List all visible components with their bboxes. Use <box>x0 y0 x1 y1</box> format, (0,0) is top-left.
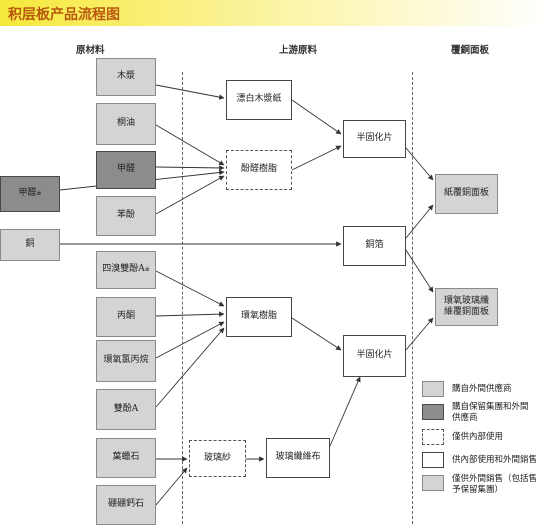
upstream-bleached-paper: 漂白木漿紙 <box>226 80 292 120</box>
raw-tbba: 四溴雙酚A※ <box>96 251 156 289</box>
raw-formaldehyde: 甲醛 <box>96 151 156 189</box>
upstream-prepreg-top: 半固化片 <box>343 120 406 158</box>
upstream-prepreg-bottom: 半固化片 <box>343 335 406 377</box>
upstream-prepreg-top-label: 半固化片 <box>356 133 393 144</box>
raw-bisphenol-a: 雙酚A <box>96 389 156 430</box>
upstream-prepreg-bottom-label: 半固化片 <box>356 350 393 361</box>
product-paper-ccl-label: 紙覆銅面板 <box>443 188 489 199</box>
raw-acetone-label: 丙酮 <box>116 311 135 322</box>
legend-internal-and-external: 供內部使用和外間銷售 <box>452 455 538 465</box>
title-bar: 积层板产品流程图 <box>0 0 550 26</box>
footnote-marker: ※ <box>36 190 42 198</box>
raw-colemanite-label: 硼硼鈣石 <box>107 499 144 510</box>
footnote-marker: ※ <box>144 266 150 274</box>
raw-wood-pulp: 木漿 <box>96 58 156 96</box>
column-header-ccl: 覆銅面板 <box>451 45 490 56</box>
raw-epichlorohydrin: 環氧氯丙烷 <box>96 340 156 382</box>
external-formaldehyde-label: 甲醛 <box>18 188 37 199</box>
raw-wood-pulp-label: 木漿 <box>116 71 135 82</box>
upstream-bleached-paper-label: 漂白木漿紙 <box>236 94 282 105</box>
product-paper-ccl: 紙覆銅面板 <box>435 174 498 214</box>
raw-colemanite: 硼硼鈣石 <box>96 485 156 525</box>
raw-phenol: 苯酚 <box>96 196 156 236</box>
legend-swatch-retained-group <box>422 404 444 420</box>
raw-pyrophyllite: 葉蠟石 <box>96 438 156 478</box>
upstream-copper-foil: 銅箔 <box>343 226 406 266</box>
raw-bisphenol-a-label: 雙酚A <box>113 403 139 414</box>
raw-phenol-label: 苯酚 <box>116 210 135 221</box>
upstream-glass-cloth: 玻璃纖維布 <box>266 438 330 478</box>
raw-tung-oil: 桐油 <box>96 103 156 145</box>
upstream-epoxy-resin-label: 環氧樹脂 <box>240 311 277 322</box>
legend-internal-only: 僅供內部使用 <box>452 432 504 442</box>
raw-pyrophyllite-label: 葉蠟石 <box>112 452 140 463</box>
external-formaldehyde-box: 甲醛※ <box>0 176 60 212</box>
external-copper-box: 銅 <box>0 229 60 261</box>
legend-swatch-external-suppliers <box>422 381 444 397</box>
upstream-glass-yarn: 玻璃紗 <box>189 440 246 477</box>
column-header-raw-materials: 原材料 <box>76 45 105 56</box>
upstream-phenolic-resin: 酚醛樹脂 <box>226 150 292 190</box>
product-glass-epoxy-ccl-label: 環氧玻璃纖維覆銅面板 <box>443 295 489 317</box>
upstream-copper-foil-label: 銅箔 <box>365 240 384 251</box>
separator-right <box>412 72 413 524</box>
upstream-glass-yarn-label: 玻璃紗 <box>203 452 231 463</box>
legend-swatch-external-sales <box>422 475 444 491</box>
legend-retained-group: 購自保留集團和外間供應商 <box>452 402 529 424</box>
legend-swatch-internal-and-external <box>422 452 444 468</box>
raw-formaldehyde-label: 甲醛 <box>116 164 135 175</box>
raw-epichlorohydrin-label: 環氧氯丙烷 <box>103 355 149 366</box>
upstream-phenolic-resin-label: 酚醛樹脂 <box>240 164 277 175</box>
legend-external-sales: 僅供外間銷售（包括售予保留集團） <box>452 474 538 496</box>
legend-swatch-internal-only <box>422 429 444 445</box>
diagram-title: 积层板产品流程图 <box>8 7 120 23</box>
product-glass-epoxy-ccl: 環氧玻璃纖維覆銅面板 <box>435 288 498 326</box>
raw-tung-oil-label: 桐油 <box>116 118 135 129</box>
legend-external-suppliers: 購自外間供應商 <box>452 384 512 394</box>
raw-acetone: 丙酮 <box>96 297 156 337</box>
column-header-upstream: 上游原料 <box>279 45 318 56</box>
upstream-glass-cloth-label: 玻璃纖維布 <box>275 452 321 463</box>
upstream-epoxy-resin: 環氧樹脂 <box>226 297 292 337</box>
separator-left <box>182 72 183 524</box>
raw-tbba-label: 四溴雙酚A <box>102 264 145 275</box>
external-copper-label: 銅 <box>25 239 35 250</box>
